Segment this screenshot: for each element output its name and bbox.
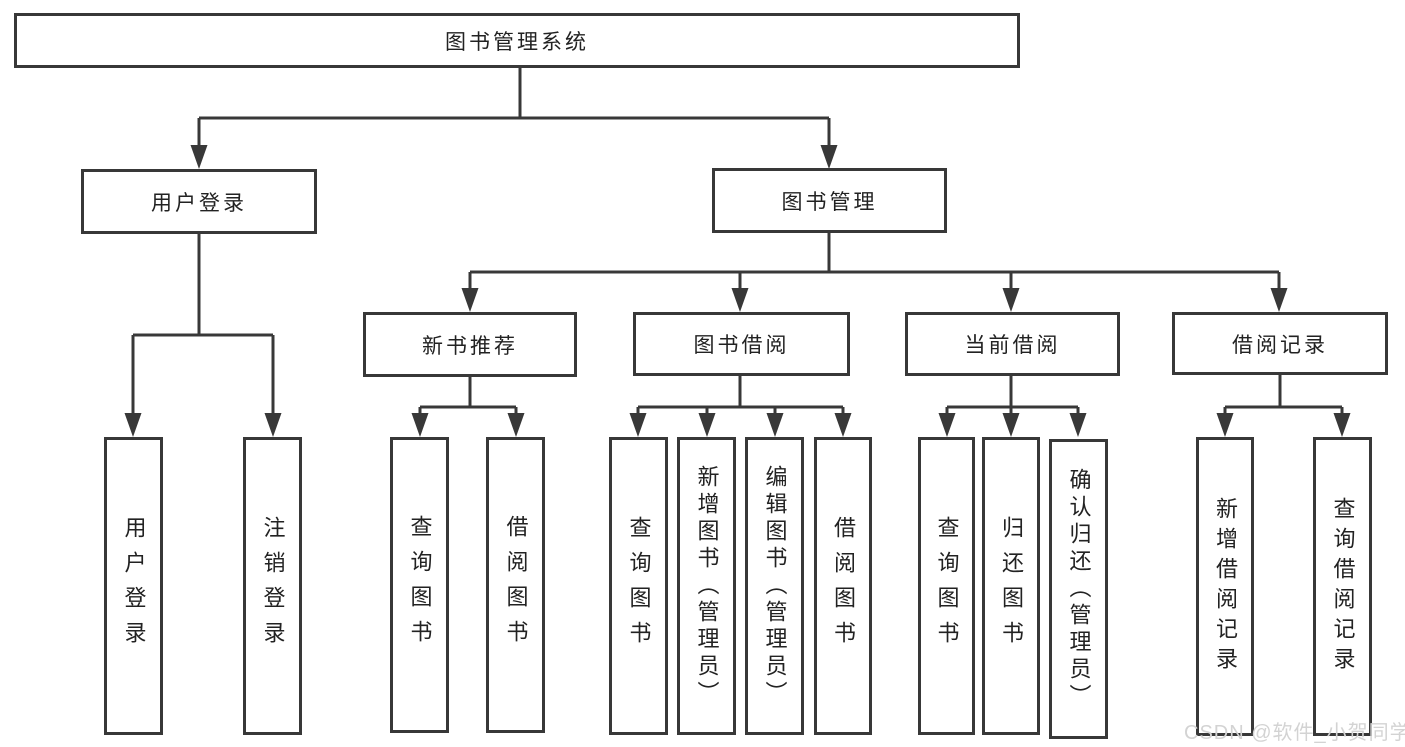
node-label: 借阅图书 <box>831 516 856 656</box>
node-add-borrow-record: 新增借阅记录 <box>1196 437 1254 736</box>
node-query-borrow-record: 查询借阅记录 <box>1313 437 1372 736</box>
node-book-management: 图书管理 <box>712 168 947 233</box>
node-label: 确认归还（管理员） <box>1066 467 1092 711</box>
node-book-borrowing: 图书借阅 <box>633 312 850 376</box>
node-return-books: 归还图书 <box>982 437 1040 735</box>
node-label: 注销登录 <box>260 516 286 656</box>
node-label: 归还图书 <box>999 516 1024 656</box>
node-confirm-return-admin: 确认归还（管理员） <box>1049 439 1108 739</box>
node-edit-book-admin: 编辑图书（管理员） <box>745 437 804 735</box>
node-add-book-admin: 新增图书（管理员） <box>677 437 736 735</box>
node-library-system: 图书管理系统 <box>14 13 1020 68</box>
node-label: 查询图书 <box>407 515 433 655</box>
node-label: 新书推荐 <box>422 334 518 358</box>
node-logout: 注销登录 <box>243 437 302 735</box>
node-label: 图书借阅 <box>693 334 790 357</box>
node-borrow-books-leaf: 借阅图书 <box>814 437 872 735</box>
node-query-books-borrowing: 查询图书 <box>609 437 668 735</box>
node-user-login-leaf: 用户登录 <box>104 437 163 735</box>
node-label: 当前借阅 <box>964 334 1061 357</box>
node-label: 图书管理 <box>781 190 878 214</box>
node-current-borrowing: 当前借阅 <box>905 312 1120 376</box>
node-label: 用户登录 <box>151 191 247 215</box>
node-label: 图书管理系统 <box>445 30 589 54</box>
arrowheads <box>124 145 1351 437</box>
node-label: 借阅图书 <box>503 515 529 655</box>
csdn-watermark: CSDN @软件_小贺同学 <box>1184 722 1405 744</box>
node-label: 用户登录 <box>121 516 147 656</box>
node-query-books-current: 查询图书 <box>918 437 975 735</box>
node-label: 借阅记录 <box>1232 333 1328 357</box>
node-label: 查询图书 <box>934 516 960 656</box>
node-label: 新增借阅记录 <box>1213 496 1238 677</box>
node-label: 查询借阅记录 <box>1330 496 1356 677</box>
node-new-book-recommendation: 新书推荐 <box>363 312 577 377</box>
node-label: 新增图书（管理员） <box>694 464 720 708</box>
node-borrowing-records: 借阅记录 <box>1172 312 1388 375</box>
node-query-books-recommend: 查询图书 <box>390 437 449 733</box>
node-label: 查询图书 <box>626 516 652 656</box>
node-user-login: 用户登录 <box>81 169 317 234</box>
node-borrow-books-recommend: 借阅图书 <box>486 437 545 733</box>
node-label: 编辑图书（管理员） <box>762 464 788 708</box>
